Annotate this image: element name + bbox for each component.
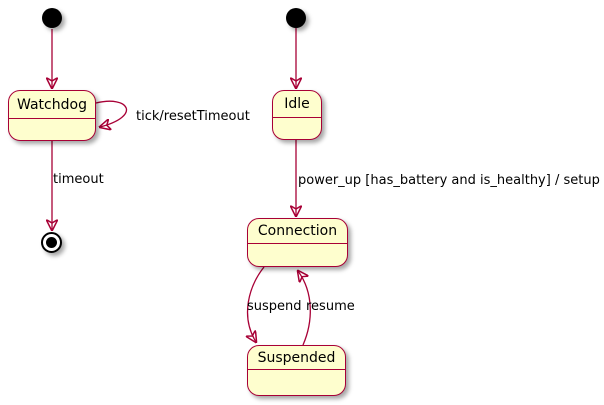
- final-state-node: [41, 232, 62, 253]
- initial-state-dot-right: [286, 8, 306, 28]
- transition-label-suspend: suspend: [247, 299, 302, 314]
- transition-label-power-up: power_up [has_battery and is_healthy] / …: [298, 173, 600, 188]
- edge-connection-to-suspended: [248, 266, 265, 342]
- state-watchdog: Watchdog: [8, 90, 96, 141]
- state-idle: Idle: [272, 90, 322, 140]
- state-suspended: Suspended: [247, 345, 346, 396]
- transition-label-tick: tick/resetTimeout: [136, 109, 250, 124]
- transition-label-timeout: timeout: [53, 172, 104, 187]
- edge-watchdog-self-loop: [95, 100, 128, 127]
- state-suspended-title: Suspended: [248, 346, 345, 370]
- state-idle-title: Idle: [273, 91, 321, 118]
- initial-state-dot-left: [42, 8, 62, 28]
- state-connection: Connection: [247, 218, 348, 267]
- edge-suspended-to-connection: [298, 271, 311, 346]
- final-state-inner-dot: [46, 237, 57, 248]
- state-watchdog-title: Watchdog: [9, 91, 95, 119]
- transition-label-resume: resume: [306, 299, 355, 314]
- state-connection-title: Connection: [248, 219, 347, 244]
